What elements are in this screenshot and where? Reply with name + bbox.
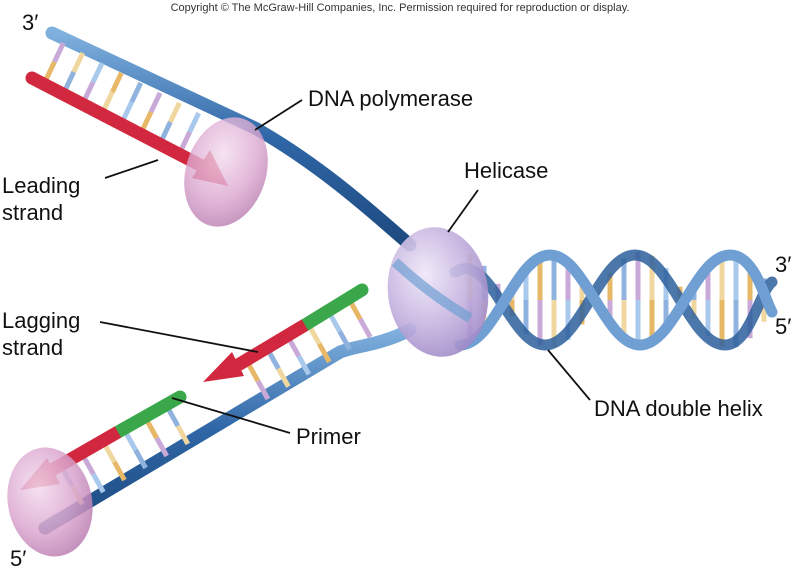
base-pair [90, 61, 105, 84]
base-pair [52, 41, 66, 64]
base-pair [144, 418, 159, 440]
helix-strand-front [454, 249, 778, 351]
upper-template-backbone [45, 26, 417, 252]
helicase-unwinding-strand [391, 258, 473, 323]
dna-polymerase-bottom [7, 447, 93, 557]
base-pair [327, 312, 342, 333]
base-pair [43, 60, 57, 83]
label-leading-strand-line2: strand [2, 200, 63, 225]
leader-leading-strand [104, 159, 159, 179]
base-pair [91, 472, 106, 494]
label-primer: Primer [296, 424, 361, 449]
base-pair [159, 120, 173, 143]
leader-helicase [447, 189, 479, 233]
base-pair [120, 100, 134, 123]
base-pair [296, 355, 312, 376]
base-pair [266, 349, 281, 370]
base-pair [178, 130, 192, 153]
primer-upper [298, 283, 369, 332]
lagging-fragment-upper-body [234, 319, 309, 371]
base-pair [62, 70, 77, 93]
copyright-notice: Copyright © The McGraw-Hill Companies, I… [170, 2, 630, 14]
lagging-fragment-upper-arrowhead [203, 352, 244, 382]
base-pair [148, 91, 163, 114]
label-lagging-strand-line2: strand [2, 335, 63, 360]
base-pair [81, 454, 96, 476]
base-pair [255, 379, 271, 401]
label-lagging-strand-line1: Lagging [2, 308, 80, 333]
base-pair [358, 317, 373, 339]
lagging-strand-base-pairs [60, 299, 373, 506]
base-pair [110, 71, 124, 94]
base-pair [154, 436, 169, 458]
end-5prime-bottom-left: 5′ [10, 546, 26, 571]
leader-primer [171, 397, 291, 434]
leader-dna-polymerase [254, 99, 303, 131]
leader-lagging-strand [99, 321, 259, 353]
leader-dna-double-helix [547, 349, 591, 401]
primer-lower [111, 390, 187, 439]
lagging-fragment-upper [203, 283, 369, 382]
label-leading-strand-line1: Leading [2, 173, 80, 198]
base-pair [102, 442, 117, 464]
dna-double-helix [449, 249, 778, 351]
base-pair [139, 110, 154, 133]
helix-strand-back [449, 249, 778, 351]
base-pair [337, 330, 352, 351]
lower-template-strand [38, 323, 417, 535]
leading-strand-base-pairs [43, 41, 201, 153]
base-pair [187, 111, 201, 134]
base-pair [112, 460, 127, 482]
end-3prime-top-left: 3′ [22, 10, 38, 35]
dna-polymerase-top [184, 117, 268, 227]
base-pair [317, 342, 332, 364]
label-dna-double-helix: DNA double helix [594, 396, 763, 421]
lower-template-backbone [38, 323, 417, 535]
leading-strand-body [25, 71, 207, 172]
base-pair [129, 81, 143, 104]
label-dna-polymerase: DNA polymerase [308, 86, 473, 111]
base-pair [175, 424, 191, 446]
upper-template-strand [45, 26, 417, 252]
base-pair [81, 80, 96, 103]
base-pair [348, 299, 363, 321]
leader-lines [99, 99, 591, 434]
base-pair [71, 51, 86, 74]
base-pair [133, 448, 148, 470]
end-5prime-right: 5′ [775, 314, 791, 339]
base-pair [123, 430, 138, 452]
base-pair [168, 101, 182, 124]
label-helicase: Helicase [464, 158, 548, 183]
base-pair [276, 367, 291, 388]
end-3prime-right: 3′ [775, 252, 791, 277]
base-pair [286, 337, 302, 358]
base-pair [101, 90, 115, 113]
base-pair [245, 361, 261, 383]
base-pair [165, 406, 181, 428]
